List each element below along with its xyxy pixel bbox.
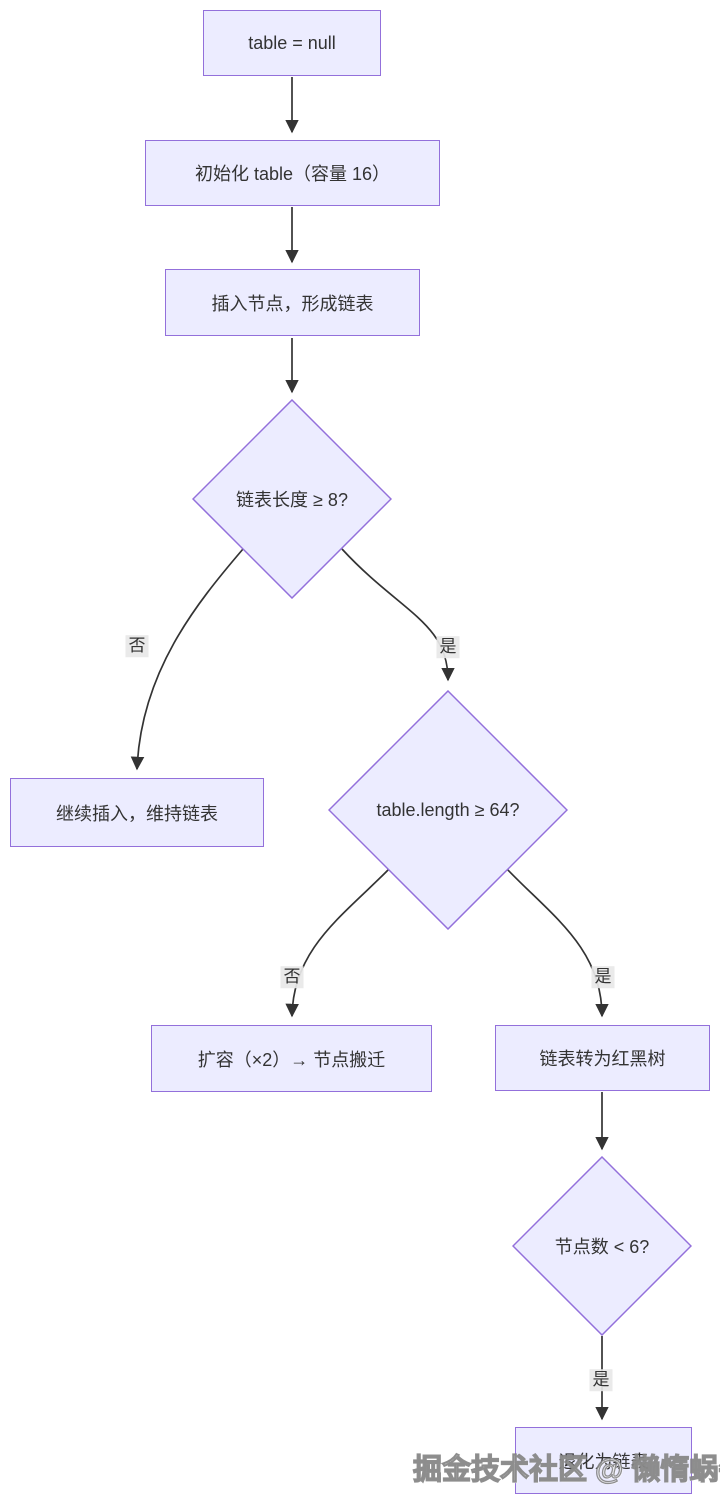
- edge-label-no-2: 否: [280, 966, 304, 988]
- edge-label-yes-3: 是: [589, 1369, 613, 1391]
- edge-label-yes-1: 是: [436, 636, 460, 658]
- node-treeify: 链表转为红黑树: [495, 1025, 710, 1091]
- node-untreeify-label: 退化为链表: [558, 1451, 649, 1472]
- decision-node-count-label: 节点数 < 6?: [554, 1237, 650, 1257]
- edge-capcheck-treeify: [506, 868, 609, 1018]
- node-keep-linked-list: 继续插入，维持链表: [10, 778, 264, 847]
- node-init-table: 初始化 table（容量 16）: [145, 140, 440, 206]
- decision-node-count: 节点数 < 6?: [512, 1156, 692, 1336]
- edge-lencheck-keeplist: [130, 548, 244, 771]
- watermark: 掘金技术社区 @ 懒惰蜗牛: [412, 1453, 720, 1486]
- node-keep-linked-list-label: 继续插入，维持链表: [56, 803, 218, 824]
- node-untreeify: 退化为链表: [515, 1427, 692, 1494]
- node-insert-linked-list: 插入节点，形成链表: [165, 269, 420, 336]
- edge-label-no-1: 否: [125, 635, 149, 657]
- decision-list-length: 链表长度 ≥ 8?: [192, 399, 392, 599]
- node-resize-rehash: 扩容（×2）→ 节点搬迁: [151, 1025, 432, 1092]
- diamond-shape: [512, 1156, 692, 1336]
- node-treeify-label: 链表转为红黑树: [539, 1049, 666, 1069]
- decision-list-length-label: 链表长度 ≥ 8?: [236, 490, 348, 510]
- edge-capcheck-resize: [285, 868, 390, 1018]
- decision-table-length-label: table.length ≥ 64?: [376, 799, 520, 820]
- diamond-shape: [192, 399, 392, 599]
- decision-table-length: table.length ≥ 64?: [328, 690, 568, 930]
- edge-label-yes-2: 是: [591, 966, 615, 988]
- edge-lencheck-capcheck: [341, 548, 455, 682]
- node-table-null-label: table = null: [248, 32, 336, 53]
- node-insert-linked-list-label: 插入节点，形成链表: [211, 293, 374, 314]
- node-table-null: table = null: [203, 10, 381, 76]
- node-resize-rehash-label: 扩容（×2）→ 节点搬迁: [197, 1049, 386, 1070]
- node-init-table-label: 初始化 table（容量 16）: [194, 164, 391, 184]
- diamond-shape: [328, 690, 568, 930]
